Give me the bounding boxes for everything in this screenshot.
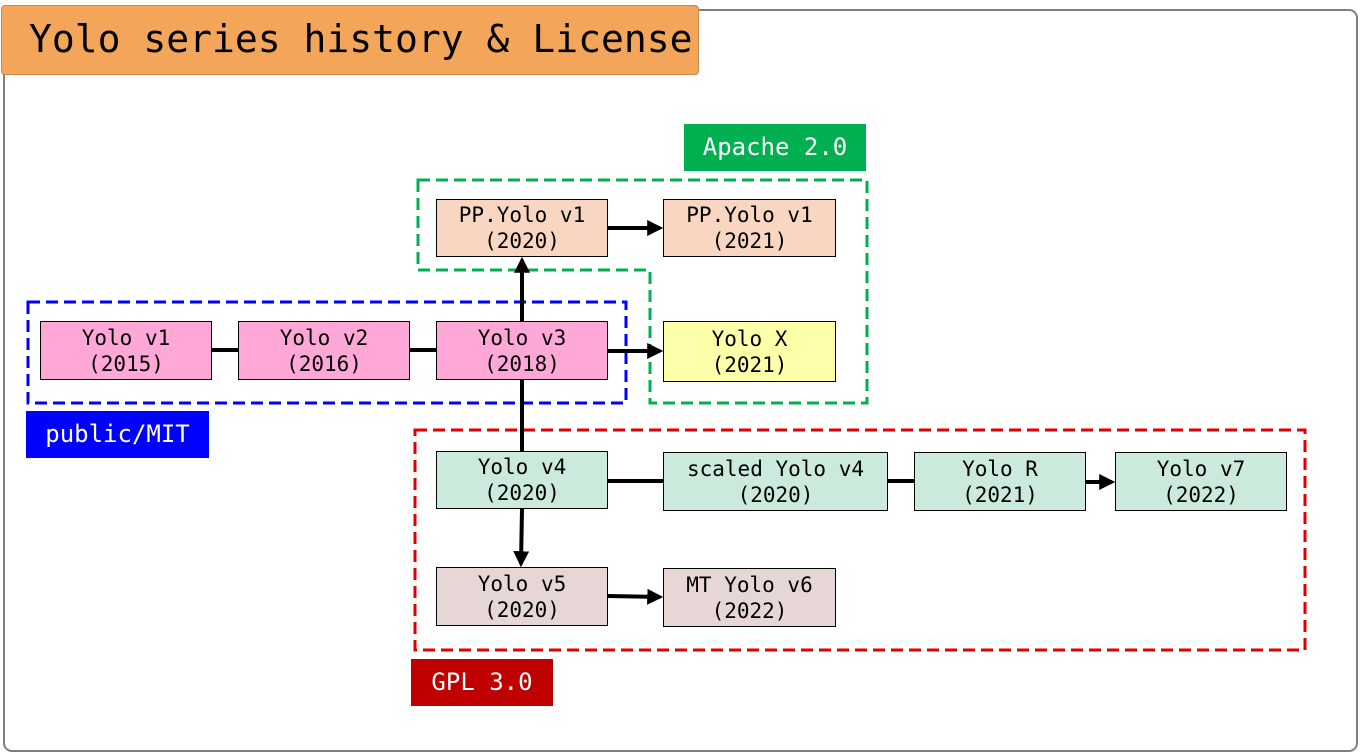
node-year: (2021) — [711, 229, 788, 253]
mit-license-tag: public/MIT — [26, 411, 209, 458]
node-year: (2021) — [711, 352, 788, 377]
node-name: PP.Yolo v1 — [458, 203, 586, 227]
node-year: (2015) — [88, 351, 164, 376]
arrow-v4-v5 — [513, 508, 530, 568]
node-year: (2021) — [962, 482, 1038, 507]
apache-group-outline — [416, 178, 869, 405]
node-name: Yolo v1 — [81, 325, 171, 350]
node-yolo-v2: Yolo v2 (2016) — [238, 321, 410, 380]
node-yolo-x: Yolo X (2021) — [663, 321, 836, 382]
gpl-group-outline — [413, 428, 1307, 652]
node-year: (2018) — [484, 351, 560, 376]
node-yolo-v5: Yolo v5 (2020) — [436, 567, 608, 626]
page-title: Yolo series history & License — [1, 5, 699, 75]
node-name: Yolo v7 — [1156, 456, 1246, 481]
node-scaled-yolo-v4: scaled Yolo v4 (2020) — [663, 452, 888, 511]
mit-license-label: public/MIT — [45, 420, 190, 448]
node-year: (2022) — [711, 598, 788, 623]
node-mt-yolo-v6: MT Yolo v6 (2022) — [663, 568, 836, 627]
node-year: (2020) — [484, 229, 560, 253]
arrow-v5-v6 — [606, 588, 664, 605]
node-yolo-v4: Yolo v4 (2020) — [436, 451, 608, 509]
node-name: scaled Yolo v4 — [686, 456, 864, 481]
node-name: Yolo v5 — [477, 571, 567, 596]
gpl-license-tag: GPL 3.0 — [411, 659, 553, 706]
apache-license-tag: Apache 2.0 — [684, 124, 866, 171]
node-year: (2016) — [286, 351, 362, 376]
node-year: (2020) — [484, 481, 560, 505]
node-yolo-v3: Yolo v3 (2018) — [436, 321, 608, 380]
node-name: Yolo R — [962, 456, 1038, 481]
node-year: (2020) — [484, 597, 560, 622]
gpl-license-label: GPL 3.0 — [431, 668, 533, 696]
node-name: PP.Yolo v1 — [686, 203, 813, 227]
node-name: MT Yolo v6 — [686, 572, 813, 597]
node-yolo-v1: Yolo v1 (2015) — [40, 321, 212, 380]
node-yolo-r: Yolo R (2021) — [914, 452, 1086, 511]
node-pp-yolo-2020: PP.Yolo v1 (2020) — [436, 199, 608, 257]
node-name: Yolo X — [711, 326, 788, 351]
node-yolo-v7: Yolo v7 (2022) — [1115, 452, 1287, 511]
node-name: Yolo v2 — [279, 325, 369, 350]
node-year: (2022) — [1163, 482, 1239, 507]
node-year: (2020) — [737, 482, 814, 507]
apache-license-label: Apache 2.0 — [702, 133, 848, 161]
node-name: Yolo v4 — [477, 455, 567, 479]
node-pp-yolo-2021: PP.Yolo v1 (2021) — [663, 199, 836, 257]
node-name: Yolo v3 — [477, 325, 567, 350]
